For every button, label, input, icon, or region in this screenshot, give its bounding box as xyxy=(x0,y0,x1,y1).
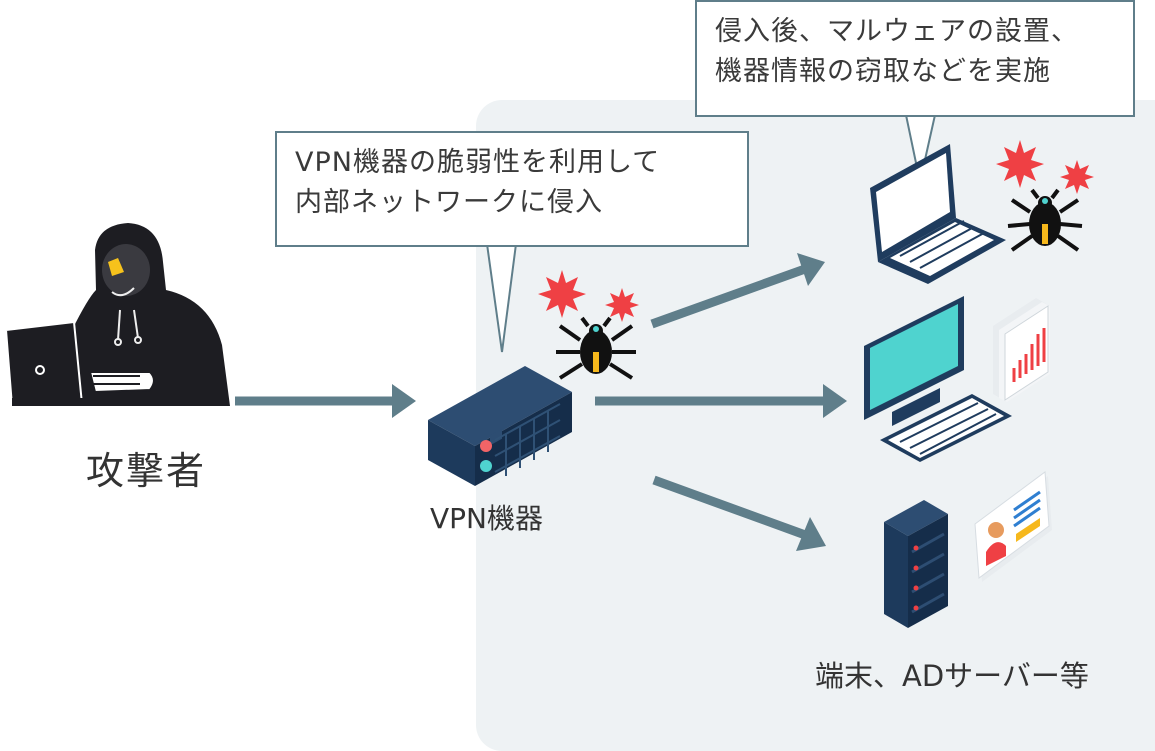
attacker-laptop-icon xyxy=(4,320,142,408)
callout-post-intrusion-line1: 侵入後、マルウェアの設置、 xyxy=(715,16,1079,47)
callout-post-intrusion-line2: 機器情報の窃取などを実施 xyxy=(715,56,1051,87)
malware-bug-icon xyxy=(1007,188,1083,252)
callout-vpn-exploit-line1: VPN機器の脆弱性を利用して xyxy=(295,147,661,178)
alert-burst-icon xyxy=(538,140,1094,322)
server-rack-icon xyxy=(884,500,948,628)
vpn-device-label: VPN機器 xyxy=(430,502,543,535)
callout-vpn-exploit-line2: 内部ネットワークに侵入 xyxy=(295,187,603,218)
arrow-vpn-to-laptop xyxy=(650,253,825,329)
callout-post-intrusion: 侵入後、マルウェアの設置、 機器情報の窃取などを実施 xyxy=(695,0,1135,117)
targets-label: 端末、ADサーバー等 xyxy=(815,659,1089,693)
arrow-attacker-to-vpn xyxy=(235,384,416,418)
report-document-icon xyxy=(993,298,1050,402)
id-card-icon xyxy=(974,471,1052,582)
attacker-label: 攻撃者 xyxy=(86,449,207,493)
desktop-computer-icon xyxy=(864,296,1012,462)
hacker-icon xyxy=(55,223,230,406)
vpn-device-icon xyxy=(428,366,572,486)
arrow-vpn-to-server xyxy=(652,475,826,551)
arrow-vpn-to-desktop xyxy=(595,384,847,418)
laptop-icon xyxy=(870,144,1006,284)
malware-bug-icon xyxy=(556,316,636,380)
callout-vpn-exploit: VPN機器の脆弱性を利用して 内部ネットワークに侵入 xyxy=(275,131,749,247)
